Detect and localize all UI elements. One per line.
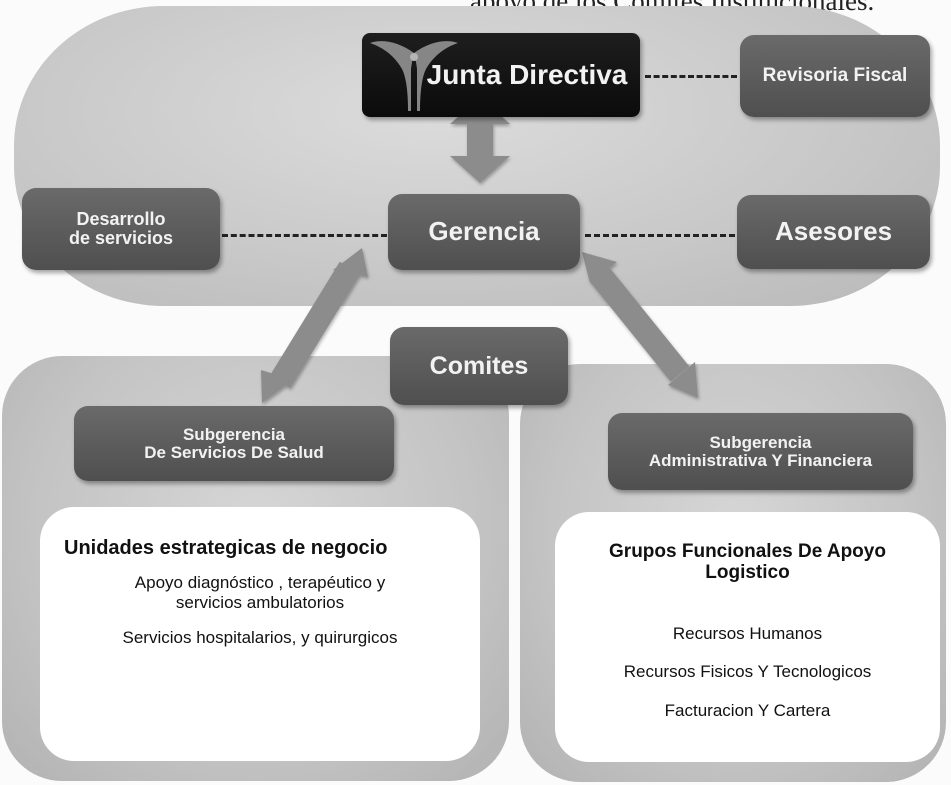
asesores-box: Asesores bbox=[737, 195, 930, 269]
gerencia-salud-arrow bbox=[261, 248, 368, 403]
asesores-label: Asesores bbox=[774, 216, 893, 247]
winged-figure-logo-icon bbox=[370, 41, 458, 111]
gerencia-box: Gerencia bbox=[388, 194, 580, 270]
junta-directiva-box: Junta Directiva bbox=[362, 33, 640, 117]
unidades-item: Apoyo diagnóstico , terapéutico y servic… bbox=[134, 573, 386, 613]
unidades-estrategicas-heading: Unidades estrategicas de negocio bbox=[64, 537, 388, 559]
grupos-item: Recursos Humanos bbox=[672, 623, 823, 643]
unidades-estrategicas-panel: Unidades estrategicas de negocio Apoyo d… bbox=[40, 507, 480, 761]
revisoria-fiscal-box: Revisoria Fiscal bbox=[740, 35, 930, 117]
subgerencia-admin-box: Subgerencia Administrativa Y Financiera bbox=[608, 413, 913, 490]
gerencia-admin-arrow bbox=[582, 252, 698, 398]
grupos-item: Facturacion Y Cartera bbox=[664, 700, 831, 720]
subgerencia-admin-label: Subgerencia Administrativa Y Financiera bbox=[648, 432, 873, 470]
revisoria-fiscal-label: Revisoria Fiscal bbox=[762, 65, 908, 87]
junta-directiva-label: Junta Directiva bbox=[426, 59, 628, 91]
gerencia-label: Gerencia bbox=[428, 216, 540, 247]
grupos-funcionales-heading: Grupos Funcionales De Apoyo Logistico bbox=[609, 541, 886, 583]
comites-box: Comites bbox=[390, 327, 568, 405]
gerencia-asesores-connector bbox=[585, 234, 735, 237]
junta-revisoria-connector bbox=[645, 75, 737, 78]
comites-label: Comites bbox=[429, 351, 529, 380]
desarrollo-gerencia-connector bbox=[222, 234, 387, 237]
unidades-item: Servicios hospitalarios, y quirurgicos bbox=[122, 627, 398, 647]
desarrollo-servicios-box: Desarrollo de servicios bbox=[22, 188, 220, 270]
junta-gerencia-arrow bbox=[450, 97, 510, 183]
grupos-funcionales-panel: Grupos Funcionales De Apoyo Logistico Re… bbox=[555, 512, 940, 762]
grupos-item: Recursos Fisicos Y Tecnologicos bbox=[623, 662, 872, 682]
subgerencia-salud-label: Subgerencia De Servicios De Salud bbox=[144, 424, 324, 462]
desarrollo-servicios-label: Desarrollo de servicios bbox=[68, 209, 174, 248]
subgerencia-salud-box: Subgerencia De Servicios De Salud bbox=[74, 406, 394, 481]
